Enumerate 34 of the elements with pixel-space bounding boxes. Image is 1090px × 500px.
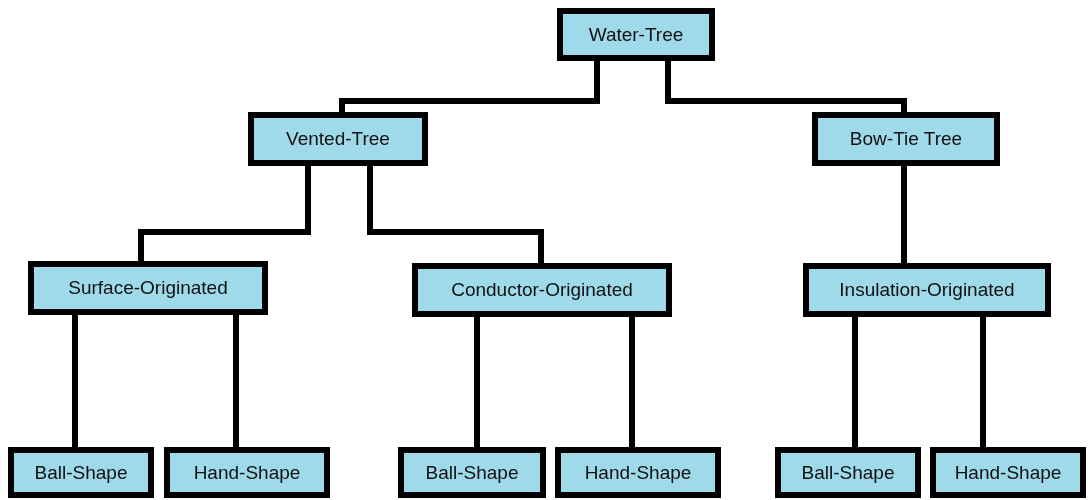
node-label: Ball-Shape <box>801 461 895 484</box>
node-label: Ball-Shape <box>425 461 519 484</box>
category-box <box>930 447 1086 498</box>
node-label: Hand-Shape <box>954 461 1062 484</box>
node-label: Water-Tree <box>588 23 684 46</box>
node-label: Vented-Tree <box>286 128 390 150</box>
node-label: Conductor-Originated <box>451 279 633 301</box>
category-box <box>812 112 1000 166</box>
category-box <box>557 8 715 61</box>
connector-line <box>474 317 480 447</box>
connector-line <box>980 317 986 447</box>
connector-line <box>72 315 78 447</box>
category-box <box>28 261 268 315</box>
connector-line <box>339 61 600 112</box>
category-box <box>8 447 154 498</box>
node-label: Ball-Shape <box>34 461 128 484</box>
connector-line <box>852 317 858 447</box>
category-box <box>775 447 921 498</box>
connector-line <box>233 315 239 447</box>
node-label: Hand-Shape <box>584 461 692 484</box>
connector-line <box>629 317 635 447</box>
category-box <box>398 447 546 498</box>
category-box <box>412 263 672 317</box>
connector-line <box>901 166 907 263</box>
node-label: Surface-Originated <box>68 277 228 299</box>
node-label: Bow-Tie Tree <box>849 128 963 150</box>
connector-line <box>367 166 544 263</box>
category-box <box>555 447 721 498</box>
category-box <box>248 112 428 166</box>
category-box <box>803 263 1051 317</box>
node-label: Insulation-Originated <box>839 279 1015 301</box>
connector-line <box>665 61 907 112</box>
category-box <box>164 447 330 498</box>
node-label: Hand-Shape <box>193 461 301 484</box>
